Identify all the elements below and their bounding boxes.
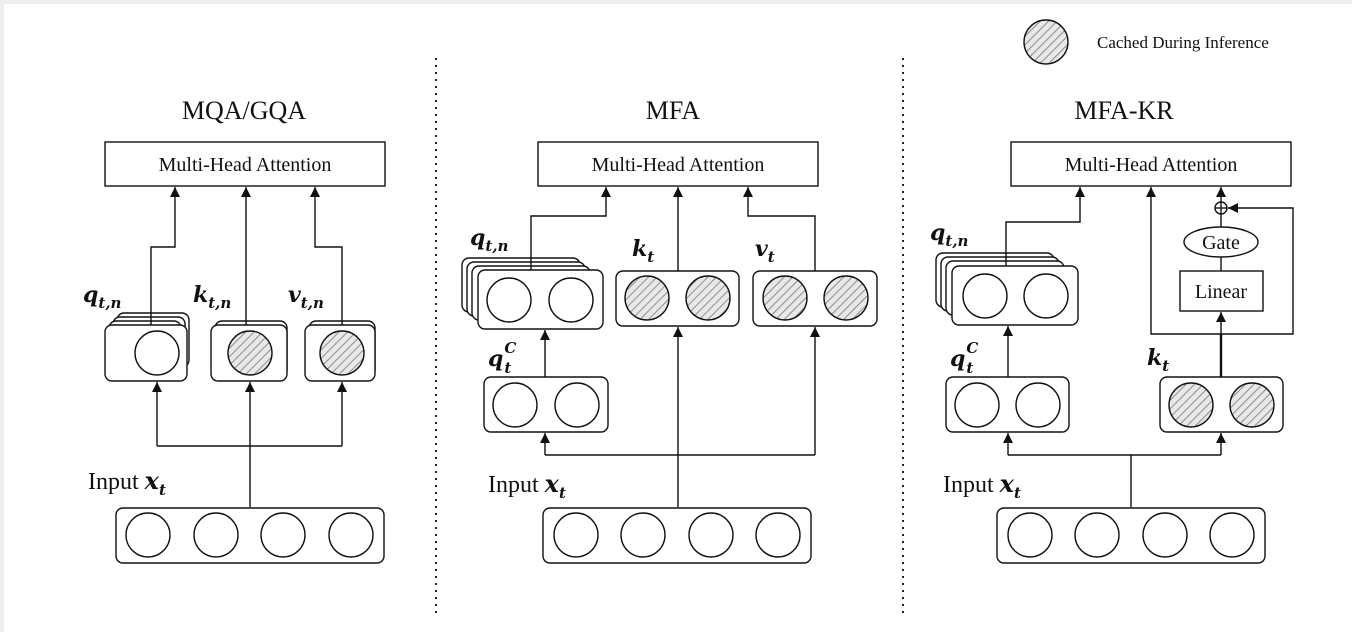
query-label: qt,n [930, 220, 968, 250]
multi-head-attention-box [537, 141, 819, 187]
query-to-attention-arrow [150, 187, 180, 325]
panel-mfa-kr: MFA-KR Multi-Head Attention Linear Gate … [930, 96, 1294, 564]
panel-mqa-gqa: MQA/GQA Multi-Head Attention qt,n kt,n v… [83, 96, 386, 564]
legend: Cached During Inference [1023, 19, 1269, 65]
multi-head-attention-box [1010, 141, 1292, 187]
query-to-attention-arrow [530, 187, 611, 270]
value-cached-circle [319, 330, 365, 376]
query-heads-stack [104, 312, 190, 382]
input-label: Input xt [488, 469, 566, 502]
key-cached-circle [227, 330, 273, 376]
value-to-attention-arrow [743, 187, 816, 271]
multi-head-attention-box [104, 141, 386, 187]
value-heads-stack [304, 320, 376, 382]
key-label: kt,n [193, 282, 231, 312]
gate-label: Gate [1202, 232, 1240, 254]
panel-title: MQA/GQA [182, 96, 306, 125]
query-heads-stack [461, 257, 604, 330]
query-compressed-label: qtC [488, 339, 516, 377]
key-label: kt [1147, 345, 1169, 375]
key-heads-stack [210, 320, 288, 382]
input-vector [542, 507, 812, 564]
panel-mfa: MFA Multi-Head Attention qt,n kt vt qtC [461, 96, 878, 564]
value-label: vt,n [288, 282, 324, 312]
multi-head-attention-label: Multi-Head Attention [1065, 154, 1238, 176]
cached-legend-icon [1023, 19, 1069, 65]
key-label: kt [632, 236, 654, 266]
query-label: qt,n [83, 282, 121, 312]
input-label: Input xt [943, 469, 1021, 502]
key-to-attention-arrow [1146, 187, 1221, 335]
multi-head-attention-label: Multi-Head Attention [592, 154, 765, 176]
linear-label: Linear [1195, 281, 1248, 303]
key-residual-arrow [1221, 203, 1294, 335]
value-label: vt [755, 236, 775, 266]
query-to-attention-arrow [1005, 187, 1085, 266]
query-compressed-label: qtC [950, 339, 978, 377]
panel-title: MFA [646, 96, 701, 125]
legend-label: Cached During Inference [1097, 33, 1269, 52]
input-vector [115, 507, 385, 564]
input-vector [996, 507, 1266, 564]
input-label: Input xt [88, 466, 166, 499]
multi-head-attention-label: Multi-Head Attention [159, 154, 332, 176]
value-to-attention-arrow [310, 187, 343, 325]
query-heads-stack [935, 252, 1079, 326]
query-circle [134, 330, 180, 376]
panel-title: MFA-KR [1074, 96, 1174, 125]
query-label: qt,n [470, 225, 508, 255]
